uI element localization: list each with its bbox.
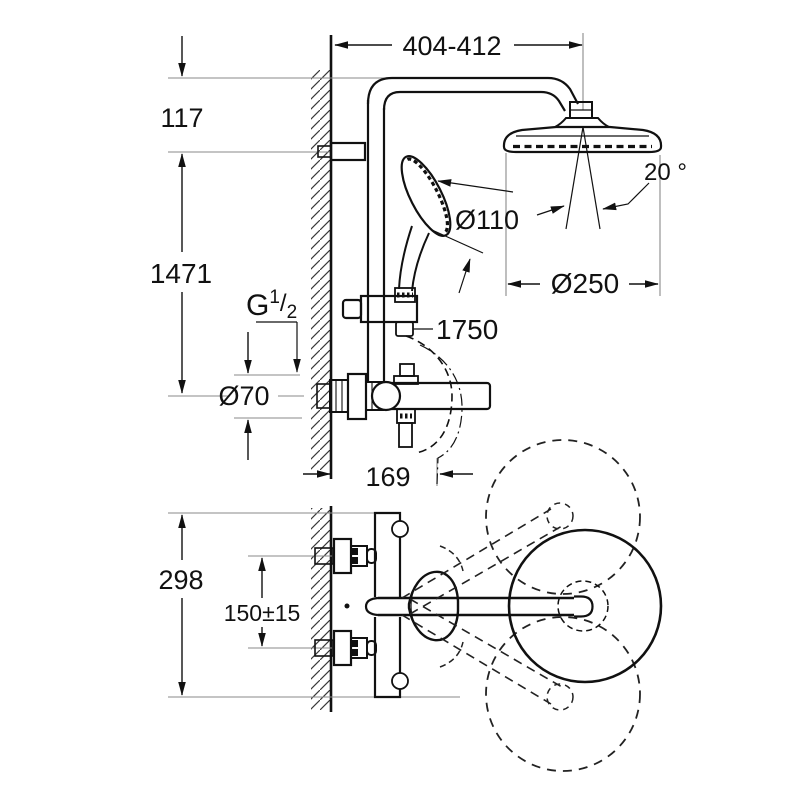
diverter-stem bbox=[399, 363, 415, 377]
body-lower-half bbox=[373, 617, 402, 699]
head-hub-dashed bbox=[557, 580, 609, 632]
head-shower-side bbox=[502, 101, 663, 230]
dim-head-shower-label: Ø250 bbox=[551, 268, 620, 299]
bell-neck-line bbox=[410, 591, 414, 621]
arm-end-cap bbox=[574, 595, 594, 618]
dim-top-width-label: 404-412 bbox=[402, 31, 501, 61]
hose-centreline bbox=[419, 344, 463, 485]
temperature-knob bbox=[370, 380, 402, 412]
dimensions-side bbox=[178, 36, 659, 478]
dim-angle-label: 20 ° bbox=[644, 159, 687, 186]
holder-knob bbox=[341, 298, 363, 320]
spray-angle-line-right bbox=[582, 126, 601, 230]
swivel-range-dashed bbox=[401, 439, 641, 772]
swivel-arm-cap-up bbox=[546, 502, 574, 530]
shower-hose-dashed bbox=[405, 335, 463, 485]
swivel-arm-down-b bbox=[409, 598, 563, 688]
rotated-bell-up bbox=[439, 545, 464, 572]
shower-arm-outer bbox=[366, 76, 579, 105]
rotated-bell-down bbox=[439, 641, 464, 668]
wall-bracket bbox=[329, 141, 367, 162]
thread-label: G1/2 bbox=[246, 287, 297, 323]
dim-110-lower-line bbox=[431, 229, 484, 254]
dim-110-arrow-bottom bbox=[458, 258, 471, 294]
swivel-arm-down-a bbox=[401, 614, 552, 705]
swivel-arm-cap-down bbox=[546, 683, 574, 711]
hand-shower-back-line bbox=[401, 173, 431, 230]
dim-hand-shower-label: Ø110 bbox=[455, 205, 519, 235]
hose-outlet bbox=[398, 422, 413, 448]
angle-leader-arrow bbox=[602, 182, 650, 211]
s-union-hex bbox=[329, 379, 349, 413]
dimensions-top bbox=[178, 514, 266, 696]
hand-shower-head bbox=[400, 155, 452, 237]
union-escutcheon-bottom bbox=[332, 629, 353, 667]
nut-facet-top-a bbox=[352, 548, 358, 555]
union-escutcheon-top bbox=[332, 537, 353, 575]
shower-rail bbox=[317, 76, 579, 383]
dim-110-arrow-top bbox=[437, 179, 514, 193]
dim-body-height-label: 298 bbox=[158, 565, 203, 595]
thread-denominator: 2 bbox=[287, 302, 298, 323]
diverter-base bbox=[393, 375, 419, 385]
arm-wall-cap bbox=[364, 596, 379, 617]
hand-shower-face bbox=[406, 157, 450, 234]
top-view: 298 150±15 bbox=[158, 439, 663, 772]
wall-hatching-top bbox=[311, 508, 330, 710]
dim-escutcheon-label: Ø70 bbox=[218, 381, 269, 411]
dim-hose-length-label: 1750 bbox=[436, 314, 498, 345]
head-disc-top bbox=[507, 528, 663, 684]
hand-shower-side bbox=[394, 155, 452, 303]
escutcheon bbox=[346, 372, 368, 421]
thread-numerator: 1 bbox=[269, 287, 280, 308]
side-view: 404-412 117 1471 Ø70 G1/2 Ø110 Ø250 20 °… bbox=[150, 31, 687, 492]
holder-hose-tab bbox=[395, 321, 414, 337]
swivel-circle-down bbox=[485, 616, 641, 772]
hand-shower-bell-top bbox=[407, 570, 460, 642]
spray-angle-line-left bbox=[565, 126, 584, 230]
wall-section-top bbox=[311, 506, 333, 712]
dim-mount-height-label: 1471 bbox=[150, 258, 212, 289]
swivel-arm-up-b bbox=[409, 525, 563, 615]
thread-slash: / bbox=[280, 290, 287, 317]
thermostat-valve-side bbox=[316, 363, 492, 448]
swivel-circle-up bbox=[485, 439, 641, 595]
extension-lines-side bbox=[168, 33, 661, 486]
body-upper-half bbox=[373, 511, 402, 597]
holder-body bbox=[359, 294, 419, 324]
wall-section-side bbox=[311, 35, 333, 479]
body-end-cap-bottom bbox=[391, 672, 409, 690]
shower-arm-top bbox=[364, 570, 594, 642]
dim-arm-offset-label: 117 bbox=[160, 103, 203, 133]
wall-hatching-side bbox=[311, 70, 330, 470]
dim-supply-centers-label: 150±15 bbox=[224, 600, 301, 626]
nut-facet-top-b bbox=[352, 557, 358, 564]
shower-arm-inner bbox=[382, 90, 566, 112]
wall-centre-dot bbox=[344, 603, 350, 609]
thermostat-body-top bbox=[373, 511, 409, 699]
head-shower-top bbox=[507, 528, 663, 684]
angle-arrow-left bbox=[536, 205, 565, 216]
nut-facet-bottom-b bbox=[352, 649, 358, 656]
extension-lines-top bbox=[168, 512, 460, 698]
thread-prefix: G bbox=[246, 289, 269, 322]
dim-wall-clearance-label: 169 bbox=[365, 462, 410, 492]
hand-shower-handle-right bbox=[411, 232, 430, 292]
head-hub bbox=[554, 117, 610, 128]
hose-curve bbox=[405, 335, 453, 454]
supply-unions-top bbox=[314, 537, 377, 667]
hand-shower-handle-left bbox=[398, 225, 413, 290]
body-end-cap-top bbox=[391, 520, 409, 538]
head-disc bbox=[502, 125, 663, 154]
nut-facet-bottom-a bbox=[352, 640, 358, 647]
